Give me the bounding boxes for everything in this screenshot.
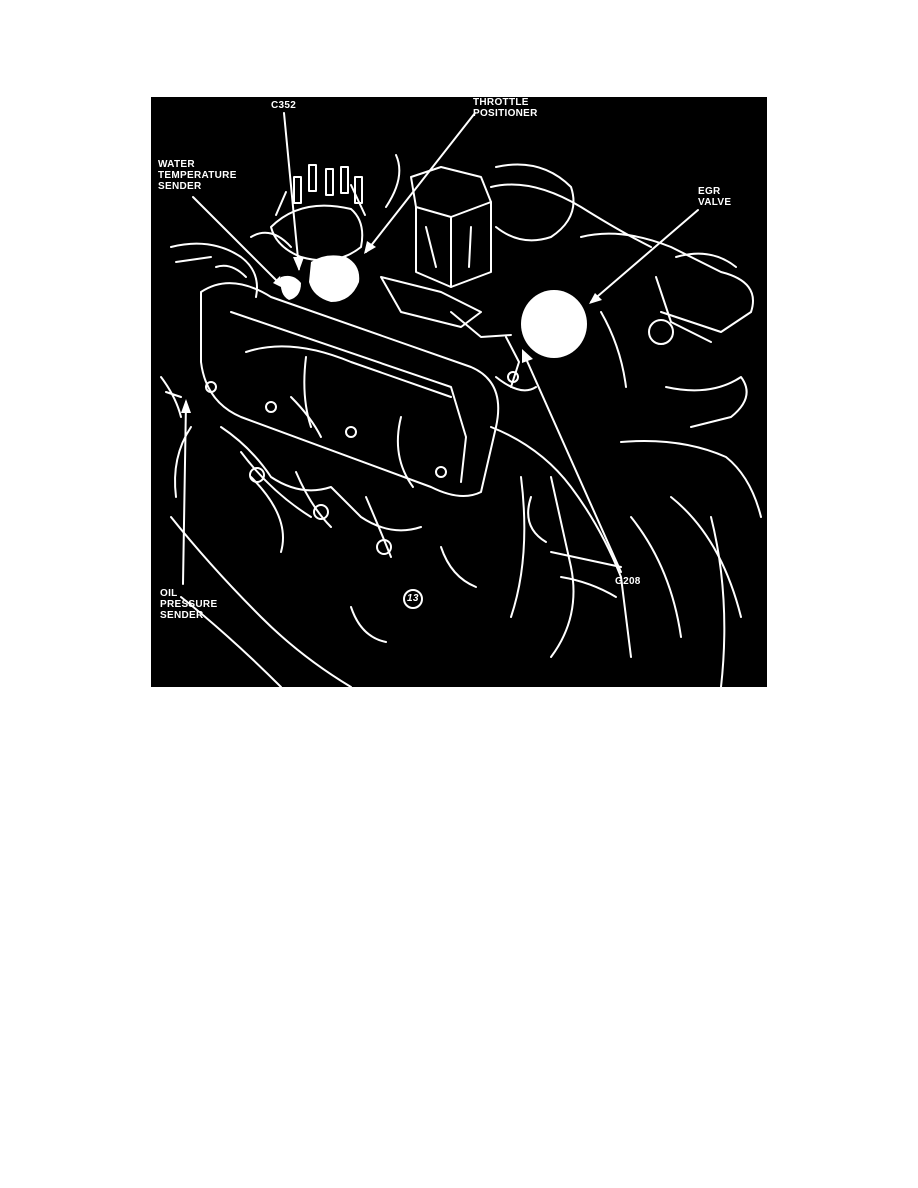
distributor xyxy=(250,154,401,262)
g208-arrowhead xyxy=(522,349,533,363)
egr-valve-leader xyxy=(590,209,699,303)
left-valve-cover xyxy=(200,282,500,497)
exhaust-manifold xyxy=(220,426,422,558)
egr-valve-callout: EGR VALVE xyxy=(698,186,732,208)
egr-valve-highlight xyxy=(521,290,587,358)
throttle-positioner-arrowhead xyxy=(364,241,376,254)
throttle-positioner-leader xyxy=(365,112,476,253)
right-head xyxy=(580,232,754,428)
g208-callout: G208 xyxy=(615,576,641,587)
engine-block xyxy=(170,426,762,687)
water-temperature-sender-leader xyxy=(192,196,284,288)
carburetor xyxy=(380,163,652,338)
part-number-marker: 13 xyxy=(407,593,419,604)
oil-pressure-sender-callout: OIL PRESSURE SENDER xyxy=(160,588,218,621)
oil-pressure-sender-arrowhead xyxy=(181,399,191,413)
ground-strap xyxy=(495,336,537,392)
throttle-positioner-highlight xyxy=(309,255,360,302)
egr-valve-arrowhead xyxy=(589,293,602,304)
oil-pressure-sender-leader xyxy=(182,401,187,585)
left-details xyxy=(160,242,258,418)
c352-leader xyxy=(283,112,300,270)
engine-diagram: C352 THROTTLE POSITIONER WATER TEMPERATU… xyxy=(151,97,767,687)
water-temperature-sender-highlight xyxy=(280,275,301,300)
engine-illustration xyxy=(160,112,762,687)
water-temperature-sender-callout: WATER TEMPERATURE SENDER xyxy=(158,159,237,192)
c352-arrowhead xyxy=(293,257,304,271)
throttle-positioner-callout: THROTTLE POSITIONER xyxy=(473,97,538,119)
g208-leader xyxy=(522,351,622,573)
water-temperature-sender-arrowhead xyxy=(273,276,285,289)
c352-callout: C352 xyxy=(271,100,297,111)
